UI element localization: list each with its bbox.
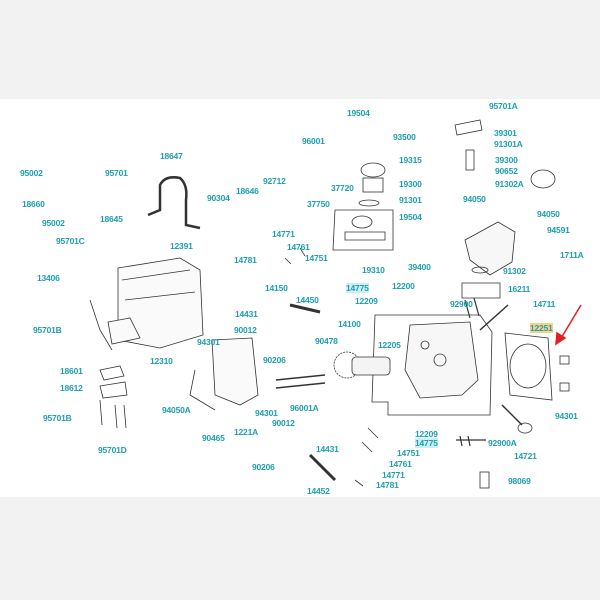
part-label-95701B[interactable]: 95701B [43, 413, 72, 423]
part-label-92712[interactable]: 92712 [263, 176, 286, 186]
part-label-94591[interactable]: 94591 [547, 225, 570, 235]
part-label-90012[interactable]: 90012 [272, 418, 295, 428]
part-label-91302A[interactable]: 91302A [495, 179, 524, 189]
part-label-90465[interactable]: 90465 [202, 433, 225, 443]
part-label-92900A[interactable]: 92900A [488, 438, 517, 448]
part-label-14771[interactable]: 14771 [272, 229, 295, 239]
part-label-39301[interactable]: 39301 [494, 128, 517, 138]
part-label-94301[interactable]: 94301 [255, 408, 278, 418]
part-label-90304[interactable]: 90304 [207, 193, 230, 203]
cylinder-head-part [371, 314, 493, 416]
part-label-14775[interactable]: 14775 [415, 438, 438, 448]
part-label-14771[interactable]: 14771 [382, 470, 405, 480]
part-label-93500[interactable]: 93500 [393, 132, 416, 142]
valve-cover-part [107, 257, 204, 349]
part-label-95002[interactable]: 95002 [20, 168, 43, 178]
part-label-19504[interactable]: 19504 [399, 212, 422, 222]
head-gasket-part [504, 332, 553, 401]
part-label-14431[interactable]: 14431 [316, 444, 339, 454]
part-label-90478[interactable]: 90478 [315, 336, 338, 346]
part-label-14711[interactable]: 14711 [533, 299, 556, 309]
highlight-arrow-icon [555, 304, 582, 346]
part-label-91301A[interactable]: 91301A [494, 139, 523, 149]
part-label-19504[interactable]: 19504 [347, 108, 370, 118]
part-label-16211[interactable]: 16211 [508, 284, 531, 294]
part-label-12251[interactable]: 12251 [530, 323, 553, 333]
part-label-12205[interactable]: 12205 [378, 340, 401, 350]
part-label-95701B[interactable]: 95701B [33, 325, 62, 335]
part-label-95701[interactable]: 95701 [105, 168, 128, 178]
part-label-95002[interactable]: 95002 [42, 218, 65, 228]
part-label-14721[interactable]: 14721 [514, 451, 537, 461]
part-label-1221A[interactable]: 1221A [234, 427, 259, 437]
intake-manifold-part [464, 221, 516, 276]
breather-pipe-part [147, 176, 201, 230]
part-label-90206[interactable]: 90206 [263, 355, 286, 365]
part-label-14751[interactable]: 14751 [305, 253, 328, 263]
part-label-90652[interactable]: 90652 [495, 166, 518, 176]
part-label-14100[interactable]: 14100 [338, 319, 361, 329]
part-label-12209[interactable]: 12209 [415, 429, 438, 439]
part-label-14431[interactable]: 14431 [235, 309, 258, 319]
part-label-18660[interactable]: 18660 [22, 199, 45, 209]
camshaft-part [333, 351, 391, 379]
part-label-98069[interactable]: 98069 [508, 476, 531, 486]
part-label-12310[interactable]: 12310 [150, 356, 173, 366]
part-label-18612[interactable]: 18612 [60, 383, 83, 393]
part-label-14781[interactable]: 14781 [234, 255, 257, 265]
part-label-18645[interactable]: 18645 [100, 214, 123, 224]
thermostat-housing-box [332, 209, 394, 251]
part-label-95701C[interactable]: 95701C [56, 236, 85, 246]
part-label-94301[interactable]: 94301 [197, 337, 220, 347]
part-label-90206[interactable]: 90206 [252, 462, 275, 472]
part-label-19310[interactable]: 19310 [362, 265, 385, 275]
part-label-14761[interactable]: 14761 [389, 459, 412, 469]
part-label-96001[interactable]: 96001 [302, 136, 325, 146]
part-label-14450[interactable]: 14450 [296, 295, 319, 305]
part-label-12200[interactable]: 12200 [392, 281, 415, 291]
part-label-19300[interactable]: 19300 [399, 179, 422, 189]
part-label-14452[interactable]: 14452 [307, 486, 330, 496]
part-label-95701D[interactable]: 95701D [98, 445, 127, 455]
part-label-12391[interactable]: 12391 [170, 241, 193, 251]
part-label-13406[interactable]: 13406 [37, 273, 60, 283]
part-label-18646[interactable]: 18646 [236, 186, 259, 196]
part-label-39400[interactable]: 39400 [408, 262, 431, 272]
part-label-14781[interactable]: 14781 [376, 480, 399, 490]
part-label-1711A[interactable]: 1711A [560, 250, 584, 260]
part-label-18647[interactable]: 18647 [160, 151, 183, 161]
part-label-96001A[interactable]: 96001A [290, 403, 319, 413]
part-label-18601[interactable]: 18601 [60, 366, 83, 376]
part-label-37720[interactable]: 37720 [331, 183, 354, 193]
part-label-39300[interactable]: 39300 [495, 155, 518, 165]
part-label-92900[interactable]: 92900 [450, 299, 473, 309]
part-label-14761[interactable]: 14761 [287, 242, 310, 252]
part-label-12209[interactable]: 12209 [355, 296, 378, 306]
part-label-14150[interactable]: 14150 [265, 283, 288, 293]
part-label-37750[interactable]: 37750 [307, 199, 330, 209]
rocker-holder-part [211, 337, 259, 406]
part-label-91301[interactable]: 91301 [399, 195, 422, 205]
part-label-14751[interactable]: 14751 [397, 448, 420, 458]
part-label-14775[interactable]: 14775 [346, 283, 369, 293]
part-label-90012[interactable]: 90012 [234, 325, 257, 335]
part-label-94050[interactable]: 94050 [537, 209, 560, 219]
part-label-91302[interactable]: 91302 [503, 266, 526, 276]
part-label-94301[interactable]: 94301 [555, 411, 578, 421]
part-label-94050A[interactable]: 94050A [162, 405, 191, 415]
part-label-19315[interactable]: 19315 [399, 155, 422, 165]
part-label-94050[interactable]: 94050 [463, 194, 486, 204]
part-label-95701A[interactable]: 95701A [489, 101, 518, 111]
